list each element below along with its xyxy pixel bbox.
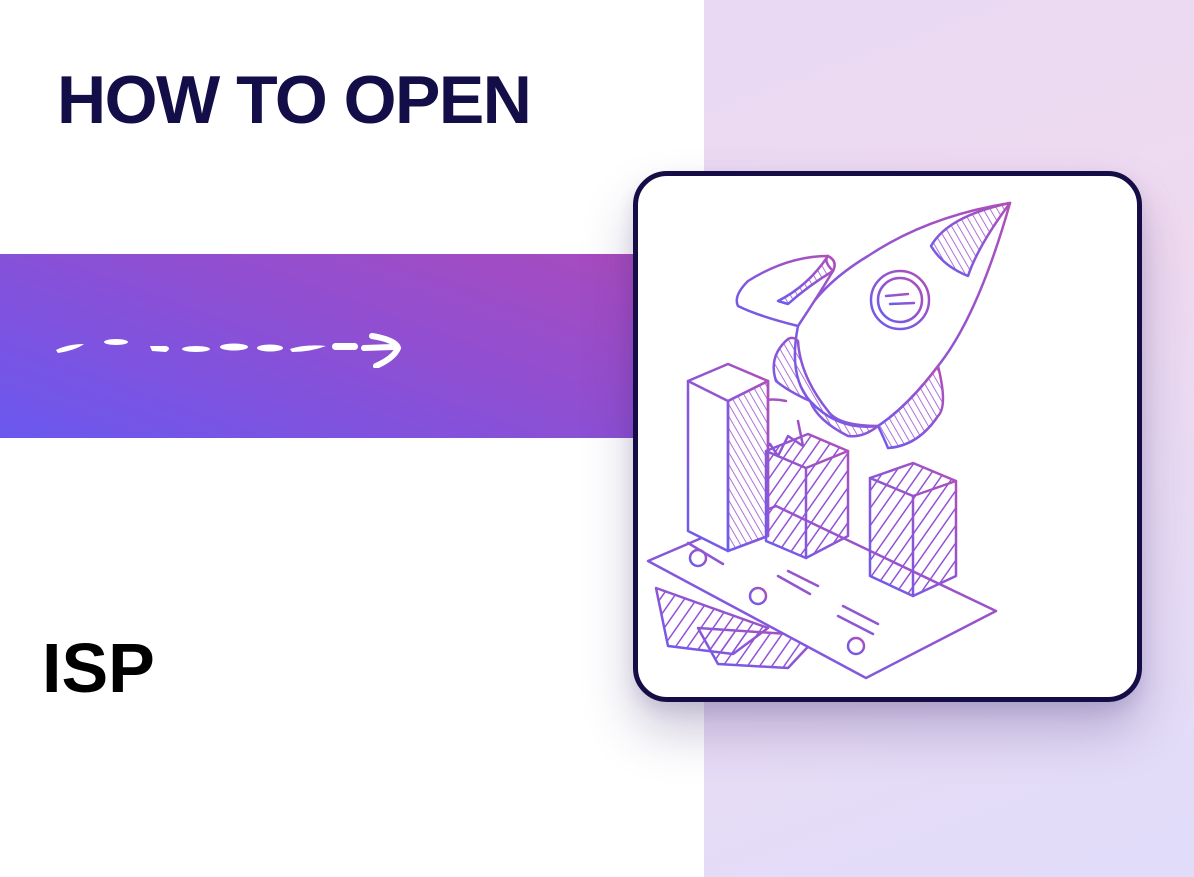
rocket-growth-chart-illustration <box>646 201 1012 680</box>
dashed-arrow-right-icon <box>56 333 402 368</box>
page-title: HOW TO OPEN <box>57 62 532 138</box>
app-name-label: ISP <box>42 629 155 707</box>
illustration-card <box>633 171 1142 702</box>
gradient-banner <box>0 254 640 438</box>
